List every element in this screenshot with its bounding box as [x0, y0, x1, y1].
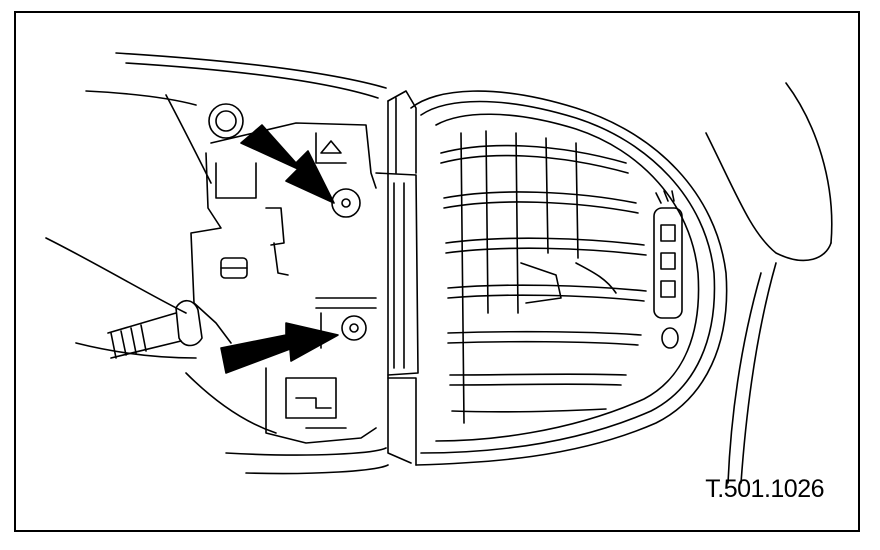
upper-screw — [331, 188, 361, 218]
vent-trim — [375, 90, 728, 466]
arrow-upper — [240, 124, 335, 204]
dashboard-panel-lines — [45, 52, 833, 484]
figure-frame: T.501.1026 — [14, 11, 860, 532]
vent-control-slider — [653, 190, 683, 349]
dashboard-vent-illustration — [45, 52, 833, 484]
mounting-bracket — [107, 103, 377, 444]
figure-reference-code: T.501.1026 — [705, 475, 824, 503]
arrow-lower — [220, 322, 339, 374]
vent-louvres — [440, 130, 647, 424]
lower-screw — [341, 315, 367, 341]
